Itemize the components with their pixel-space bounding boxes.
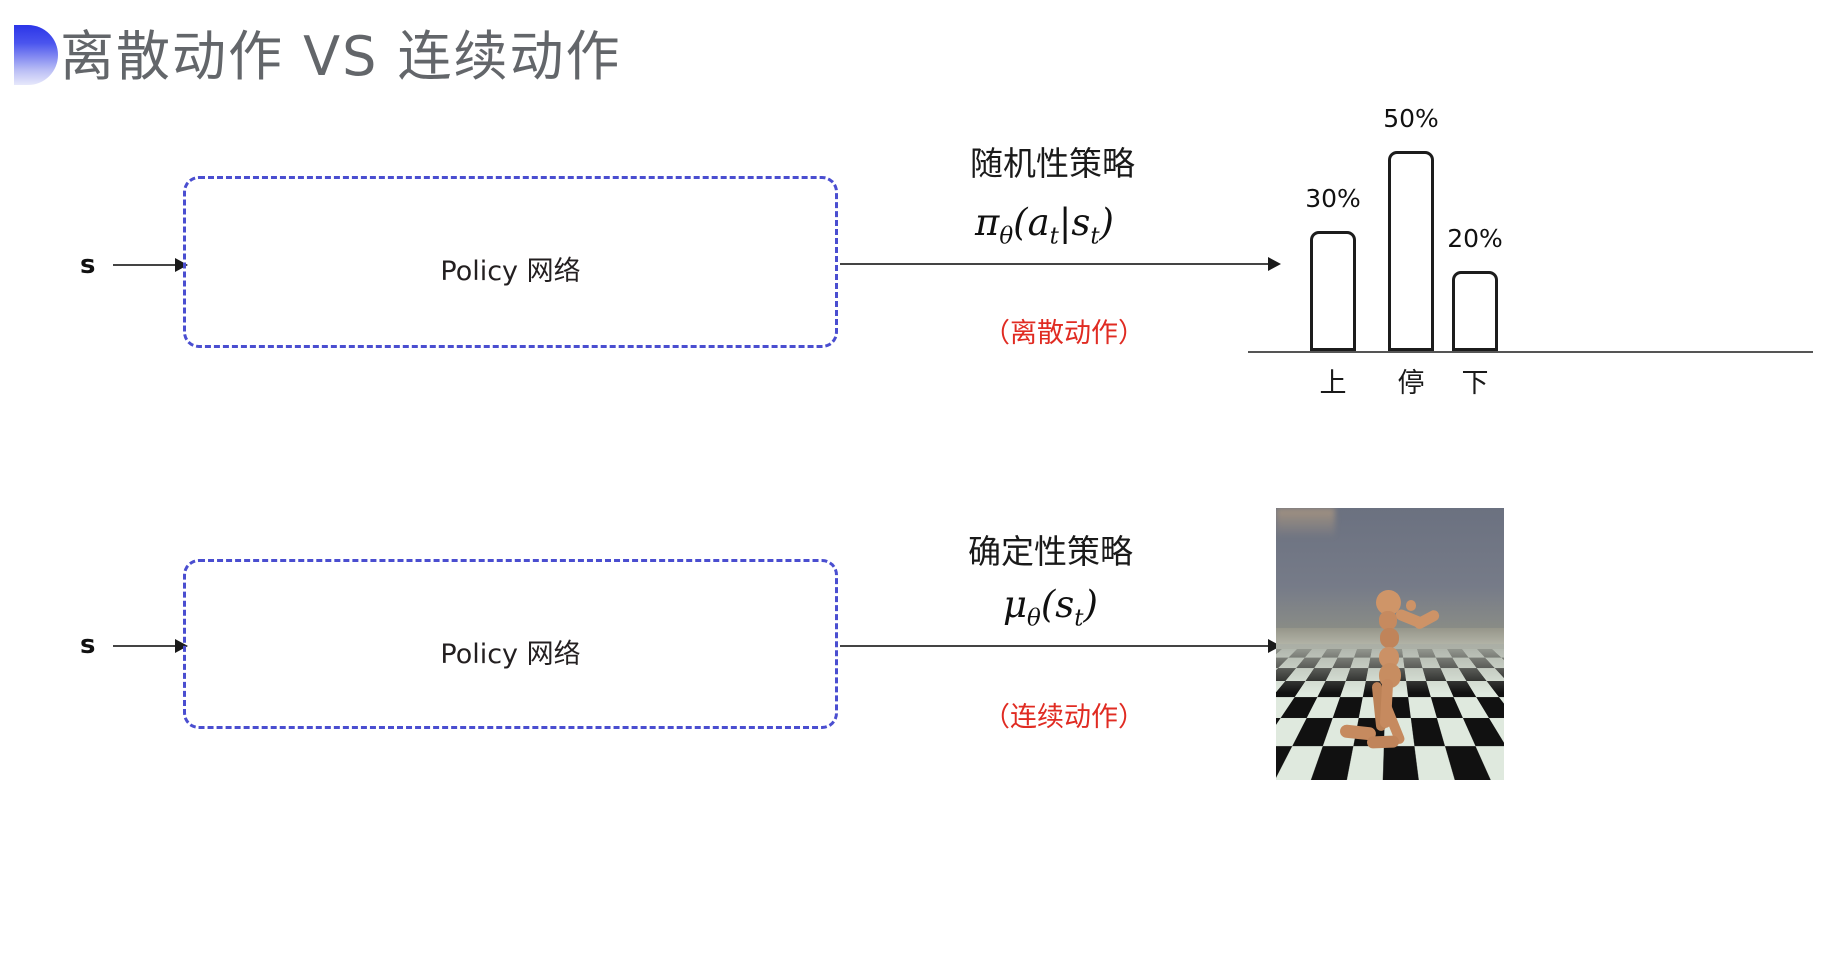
output-arrow-head-top [1268,257,1281,271]
policy-formula-top: πθ(at|st) [975,201,1114,249]
action-kind-label-bottom: （连续动作） [983,702,1145,733]
state-arrow-line-bottom [113,645,179,647]
formula-theta-sub-b: θ [1027,605,1041,632]
state-arrow-line-top [113,264,179,266]
formula-mu: μ [1003,583,1028,626]
formula-open-s: (s [1040,583,1075,626]
formula-t-sub-2: t [1090,223,1100,250]
formula-pi: π [975,201,1000,244]
policy-type-label-bottom: 确定性策略 [968,532,1133,571]
formula-bar-s: |s [1058,201,1091,244]
formula-close: ) [1099,201,1114,244]
bar-category-0: 上 [1319,368,1347,399]
humanoid-hand [1405,600,1417,612]
policy-formula-bottom: μθ(st) [1003,583,1098,631]
bar-category-2: 下 [1461,368,1489,399]
page-title: 离散动作 VS 连续动作 [60,25,622,88]
chart-baseline-axis [1248,351,1813,353]
humanoid-simulation-image [1276,508,1504,780]
bar-group-0[interactable]: 30% 上 [1305,184,1361,399]
output-arrow-line-bottom [840,645,1274,647]
bar-group-1[interactable]: 50% 停 [1383,104,1439,399]
bar-group-2[interactable]: 20% 下 [1447,224,1503,399]
policy-network-box-bottom[interactable]: Policy 网络 [183,559,838,729]
bar-category-1: 停 [1397,368,1425,399]
humanoid-upper-torso [1378,611,1397,631]
action-kind-label-top: （离散动作） [983,318,1145,349]
bar-rect-2[interactable] [1452,271,1498,351]
policy-network-box-top[interactable]: Policy 网络 [183,176,838,348]
humanoid-floor-reflection [1276,508,1336,538]
policy-type-label-top: 随机性策略 [970,144,1135,183]
bar-rect-1[interactable] [1388,151,1434,351]
policy-network-label-bottom: Policy 网络 [440,639,581,670]
title-bullet-decoration [14,25,58,85]
formula-close-b: ) [1083,583,1098,626]
bar-rect-0[interactable] [1310,231,1356,351]
state-input-label-top: s [80,250,96,280]
discrete-action-bar-chart: 30% 上 50% 停 20% 下 [1248,95,1813,399]
formula-open-a: (a [1013,201,1050,244]
policy-network-label-top: Policy 网络 [440,256,581,287]
formula-t-sub-1: t [1049,223,1059,250]
bar-value-2: 20% [1447,224,1503,253]
humanoid-lower-torso [1379,627,1400,649]
formula-theta-sub: θ [999,223,1014,250]
bar-value-1: 50% [1383,104,1439,133]
humanoid-head [1376,589,1402,616]
state-input-label-bottom: s [80,630,96,660]
formula-t-sub-b: t [1074,605,1084,632]
humanoid-front-foot [1366,735,1400,749]
output-arrow-line-top [840,263,1274,265]
bar-value-0: 30% [1305,184,1361,213]
